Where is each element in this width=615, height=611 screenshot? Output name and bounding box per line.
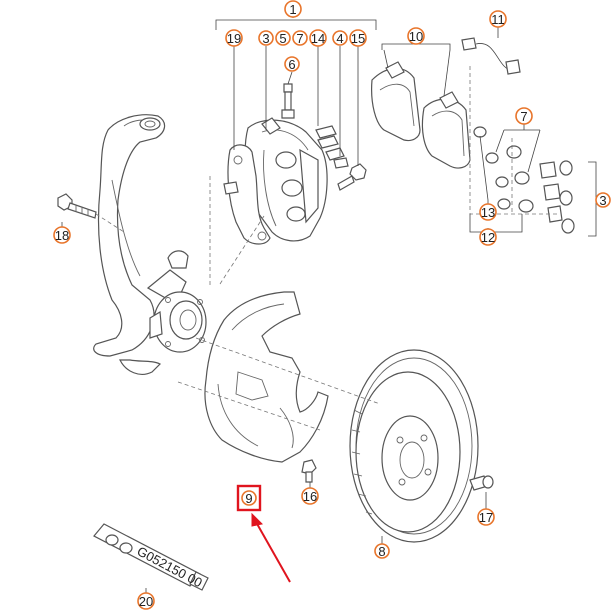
svg-text:16: 16 bbox=[303, 489, 317, 504]
screw-17 bbox=[469, 475, 494, 491]
svg-text:17: 17 bbox=[479, 510, 493, 525]
svg-text:11: 11 bbox=[491, 12, 505, 27]
callout-13[interactable]: 13 bbox=[479, 203, 497, 221]
svg-text:1: 1 bbox=[289, 2, 296, 17]
bolt-16 bbox=[301, 459, 317, 483]
callout-17[interactable]: 17 bbox=[477, 508, 495, 526]
svg-text:3: 3 bbox=[599, 193, 606, 208]
svg-text:12: 12 bbox=[481, 230, 495, 245]
guide-bushings bbox=[473, 126, 534, 213]
callout-1[interactable]: 1 bbox=[284, 0, 302, 18]
callout-15[interactable]: 15 bbox=[349, 29, 367, 47]
caliper-bracket-19 bbox=[223, 144, 271, 245]
svg-text:10: 10 bbox=[409, 29, 423, 44]
callout-3b[interactable]: 3 bbox=[595, 192, 611, 208]
brake-pads-10 bbox=[371, 61, 471, 169]
callout-5[interactable]: 5 bbox=[275, 30, 291, 46]
svg-text:18: 18 bbox=[55, 228, 69, 243]
bleed-valve-6 bbox=[281, 83, 295, 119]
callouts: 1 19 3 5 7 14 4 15 6 10 11 7 3 13 12 18 … bbox=[53, 0, 611, 610]
callout-19[interactable]: 19 bbox=[225, 29, 243, 47]
assembly-lines bbox=[95, 66, 560, 431]
callout-4[interactable]: 4 bbox=[332, 30, 348, 46]
splash-shield-9 bbox=[204, 291, 329, 463]
brake-caliper bbox=[244, 117, 328, 242]
callout-18[interactable]: 18 bbox=[53, 226, 71, 244]
svg-text:9: 9 bbox=[245, 491, 252, 506]
wear-sensor-11 bbox=[461, 37, 521, 75]
svg-text:7: 7 bbox=[520, 109, 527, 124]
spring-clips bbox=[315, 125, 349, 169]
callout-7b[interactable]: 7 bbox=[515, 107, 533, 125]
svg-text:7: 7 bbox=[296, 31, 303, 46]
guide-bolts-3 bbox=[539, 160, 575, 234]
svg-text:19: 19 bbox=[227, 31, 241, 46]
svg-text:20: 20 bbox=[139, 594, 153, 609]
callout-16[interactable]: 16 bbox=[301, 487, 319, 505]
callout-20[interactable]: 20 bbox=[137, 592, 155, 610]
grease-tube-20: G052150 00 bbox=[93, 523, 209, 591]
red-arrow-icon bbox=[251, 512, 291, 583]
wheel-hub bbox=[149, 291, 207, 353]
bolt-18 bbox=[57, 193, 97, 219]
tube-label: G052150 00 bbox=[135, 543, 205, 590]
callout-9-highlighted[interactable]: 9 bbox=[236, 484, 262, 512]
svg-text:13: 13 bbox=[481, 205, 495, 220]
callout-11[interactable]: 11 bbox=[489, 10, 507, 28]
brake-disc-8 bbox=[349, 349, 479, 543]
callout-14[interactable]: 14 bbox=[309, 29, 327, 47]
svg-text:4: 4 bbox=[336, 31, 343, 46]
bolt-15 bbox=[337, 163, 367, 191]
svg-text:14: 14 bbox=[311, 31, 325, 46]
svg-text:15: 15 bbox=[351, 31, 365, 46]
callout-12[interactable]: 12 bbox=[479, 228, 497, 246]
callout-6[interactable]: 6 bbox=[284, 56, 300, 72]
svg-text:5: 5 bbox=[279, 31, 286, 46]
svg-text:6: 6 bbox=[288, 57, 295, 72]
svg-text:8: 8 bbox=[378, 544, 385, 559]
callout-3[interactable]: 3 bbox=[258, 30, 274, 46]
callout-7[interactable]: 7 bbox=[292, 30, 308, 46]
svg-text:3: 3 bbox=[262, 31, 269, 46]
callout-10[interactable]: 10 bbox=[407, 27, 425, 45]
callout-8[interactable]: 8 bbox=[374, 543, 390, 559]
